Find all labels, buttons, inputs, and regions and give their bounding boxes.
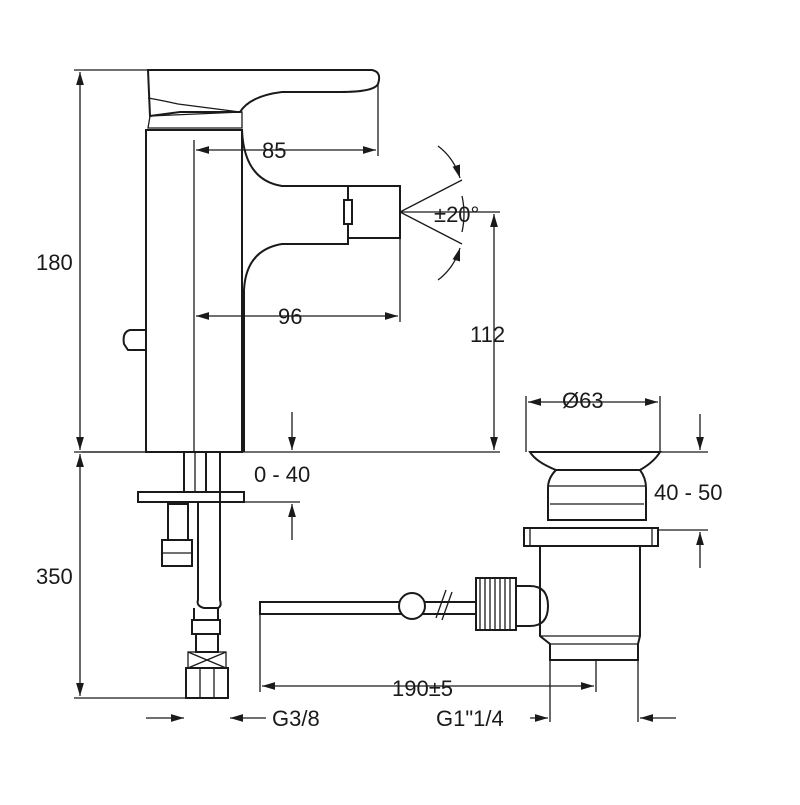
popup-knob — [122, 329, 146, 351]
dim-jet-reach: 96 — [278, 304, 302, 329]
dim-deck-thickness: 0 - 40 — [254, 462, 310, 487]
waste-flange — [528, 451, 662, 471]
waste-fitting — [259, 451, 662, 661]
dim-hose-length: 350 — [36, 564, 73, 589]
faucet-handle — [146, 69, 381, 118]
faucet-body — [82, 69, 500, 453]
dim-inlet-thread: G3/8 — [272, 706, 320, 731]
dim-waste-diameter: Ø63 — [562, 388, 604, 413]
dim-swivel-angle: ±20° — [434, 202, 479, 227]
dimension-lines — [74, 69, 708, 722]
waste-locknut — [523, 527, 659, 547]
spout — [241, 129, 349, 452]
dim-spout-reach: 85 — [262, 138, 286, 163]
dimension-labels: 85 ±20° 180 96 112 0 - 40 Ø63 40 - 50 35… — [36, 138, 723, 731]
mounting-plate — [137, 491, 245, 503]
nozzle — [347, 185, 401, 239]
dim-rod-length: 190±5 — [392, 676, 453, 701]
dim-waste-height: 40 - 50 — [654, 480, 723, 505]
dim-waste-thread: G1"1/4 — [436, 706, 504, 731]
below-deck-parts — [137, 451, 245, 699]
dim-height-total: 180 — [36, 250, 73, 275]
dim-jet-height: 112 — [470, 322, 505, 347]
inlet-nut — [185, 667, 229, 699]
hose — [196, 452, 222, 609]
popup-rod — [259, 601, 477, 615]
